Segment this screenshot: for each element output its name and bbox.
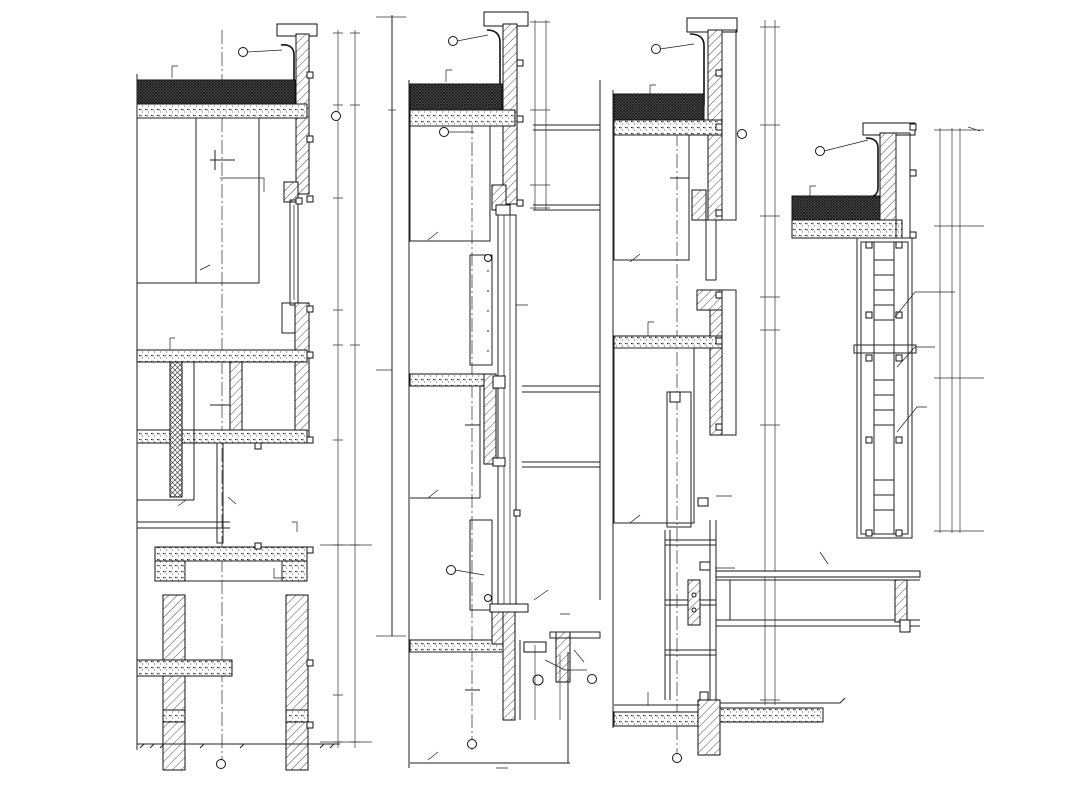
dimensions-b xyxy=(530,20,561,720)
section-a xyxy=(136,23,372,771)
callout-bubble-b1 xyxy=(448,36,458,46)
window-frame-a1 xyxy=(289,199,299,306)
grid-bubble-c xyxy=(672,753,682,763)
section-b xyxy=(376,11,601,769)
clips-d xyxy=(865,123,917,537)
ground-beam-a xyxy=(136,659,233,677)
foundation-wall-c xyxy=(697,699,721,756)
column-a1 xyxy=(162,594,186,771)
section-d xyxy=(791,122,984,539)
roof-insulation-b xyxy=(409,83,503,111)
clips-a xyxy=(254,71,314,729)
floor-slab-a2 xyxy=(136,429,308,444)
roof-slab-c xyxy=(613,119,723,136)
roof-slab-a xyxy=(136,103,308,119)
callout-bubble-b4 xyxy=(587,674,597,684)
curtain-wall-b xyxy=(497,214,517,606)
clips-c xyxy=(699,69,723,701)
roof-insulation-a xyxy=(136,79,296,105)
roof-insulation-d xyxy=(791,195,881,221)
callout-bubble-a1 xyxy=(238,47,248,57)
callout-bubble-d1 xyxy=(815,146,825,156)
grid-bubble-a xyxy=(216,759,226,769)
floor-slab-b1 xyxy=(409,373,493,387)
floor-slab-c1 xyxy=(613,335,723,349)
wall-panel-d xyxy=(856,237,913,539)
dimensions-a xyxy=(320,30,372,748)
grid-bubble-b xyxy=(467,739,477,749)
callout-bubble-c2 xyxy=(737,129,747,139)
callout-bubble-a2 xyxy=(331,111,341,121)
roof-insulation-c xyxy=(613,93,705,121)
dimensions-c xyxy=(760,20,780,705)
roof-slab-d xyxy=(791,219,903,239)
insulation-strip-a xyxy=(169,361,183,498)
steel-beam xyxy=(715,570,921,633)
column-a2 xyxy=(285,594,309,771)
roof-flashing-d xyxy=(865,137,879,198)
roof-slab-b xyxy=(409,109,516,127)
column-c xyxy=(666,391,692,528)
lower-beam-a xyxy=(154,546,308,562)
ground-slab-c-right xyxy=(719,707,824,723)
clips-b xyxy=(513,59,524,517)
section-c xyxy=(612,17,846,763)
parapet-wall-d xyxy=(879,132,897,234)
callout-bubble-b2 xyxy=(439,127,449,137)
callout-bubble-b3 xyxy=(446,565,456,575)
beam-frame-a xyxy=(136,117,260,284)
ground-slab-c-left xyxy=(613,711,700,727)
floor-slab-a1 xyxy=(136,349,308,363)
dimensions-d xyxy=(934,126,984,533)
callout-bubble-c1 xyxy=(651,44,661,54)
